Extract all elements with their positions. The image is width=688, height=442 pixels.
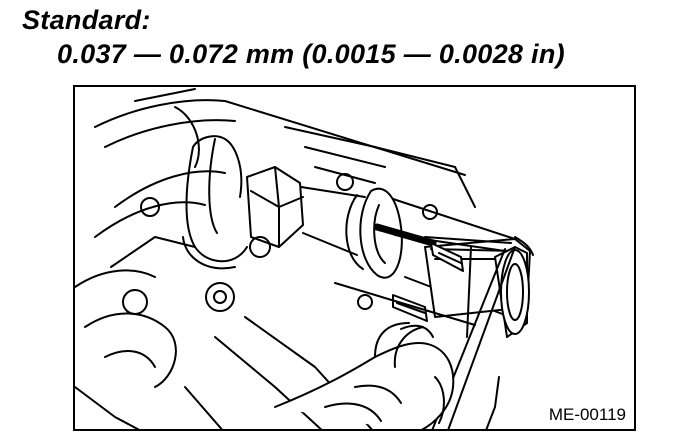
illustration-frame: ME-00119 xyxy=(73,85,636,431)
feeler-gauge-illustration xyxy=(75,88,534,429)
standard-heading: Standard: xyxy=(22,5,151,35)
specification-value: 0.037 — 0.072 mm (0.0015 — 0.0028 in) xyxy=(57,39,565,69)
figure-code: ME-00119 xyxy=(548,405,626,424)
